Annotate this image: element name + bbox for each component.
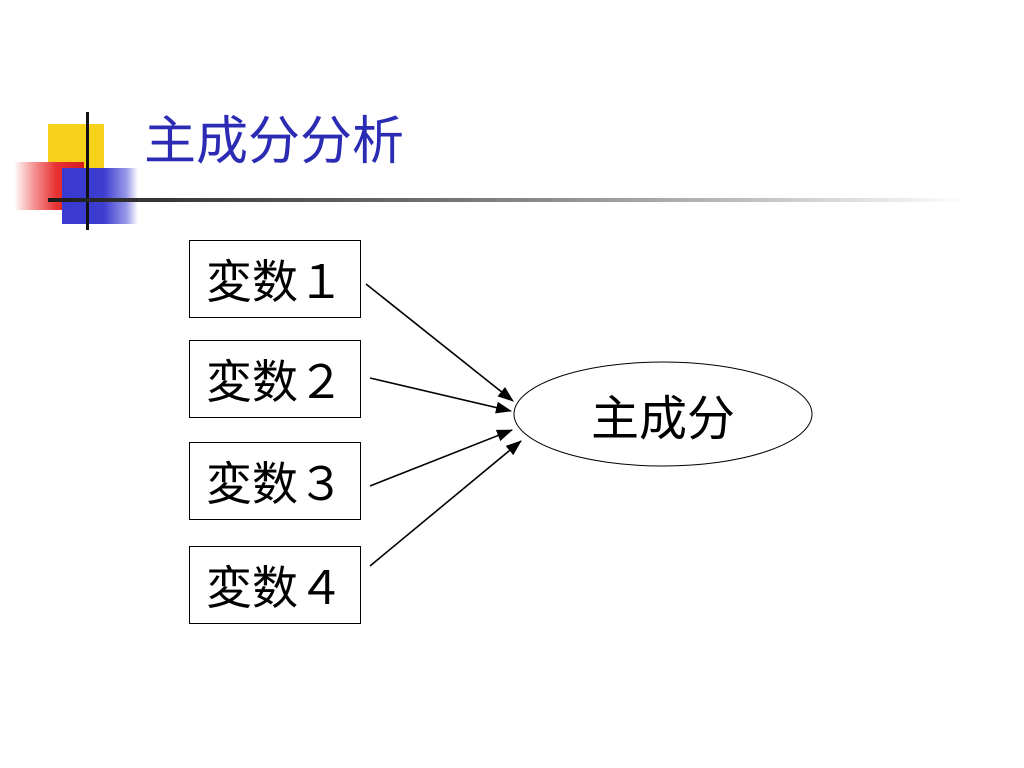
arrow-variable2-to-component — [369, 377, 512, 414]
title-underline-rule — [48, 198, 968, 202]
arrow-variable4-to-component — [369, 440, 522, 567]
variable-box-1: 変数１ — [189, 240, 361, 318]
arrow-variable1-to-component — [365, 283, 514, 402]
variable-box-4: 変数４ — [189, 546, 361, 624]
arrow-variable3-to-component — [369, 429, 513, 487]
slide-title: 主成分分析 — [144, 112, 405, 172]
component-label: 主成分 — [590, 391, 735, 447]
component-ellipse — [513, 361, 813, 467]
variable-box-3: 変数３ — [189, 442, 361, 520]
variable-box-2: 変数２ — [189, 340, 361, 418]
title-vertical-rule — [86, 112, 89, 230]
blue-accent-square — [62, 168, 138, 224]
